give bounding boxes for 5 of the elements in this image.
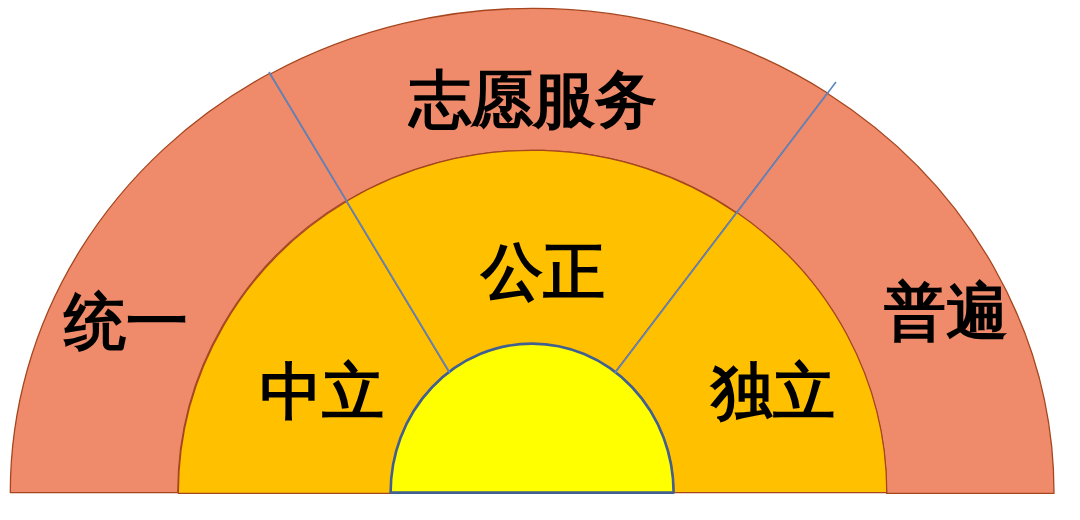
sector-label: 志愿服务	[409, 69, 657, 131]
sector-label: 统一	[64, 291, 188, 353]
sector-label: 中立	[260, 361, 384, 423]
sector-label: 独立	[711, 361, 835, 423]
sector-label: 公正	[481, 241, 605, 303]
